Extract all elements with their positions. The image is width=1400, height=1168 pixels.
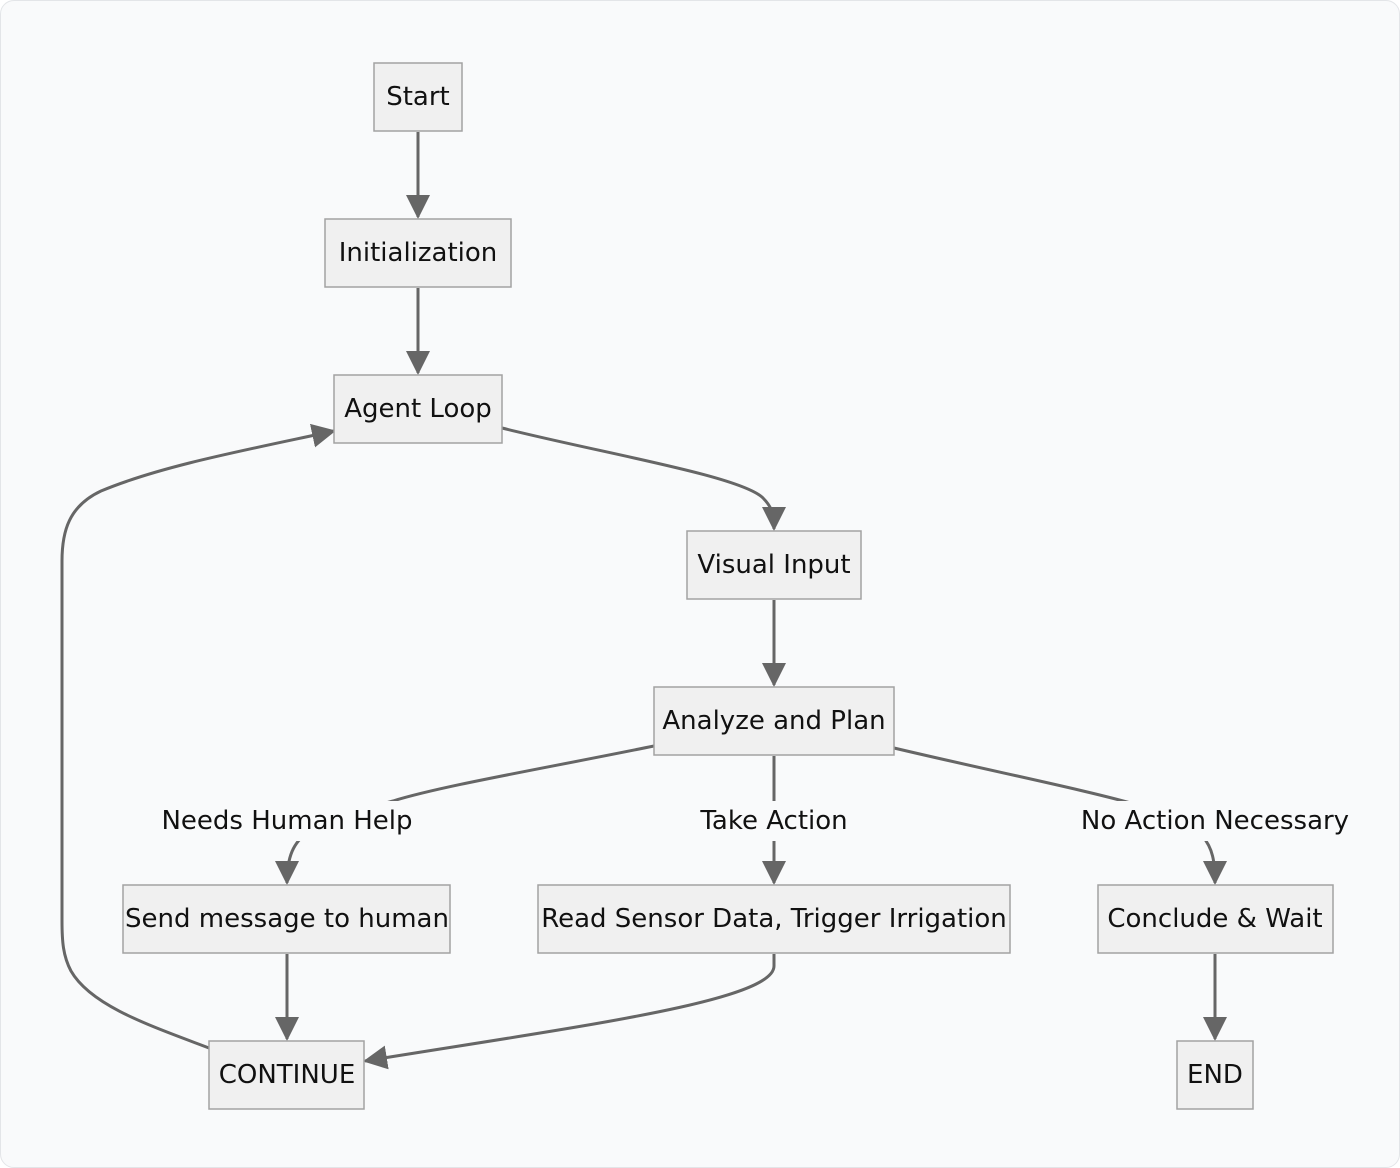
node-send-message-to-human-label: Send message to human	[125, 904, 449, 934]
edge-label-no-action-necessary-text: No Action Necessary	[1081, 806, 1349, 836]
node-visual-input[interactable]: Visual Input	[686, 530, 862, 600]
node-visual-input-label: Visual Input	[697, 550, 850, 580]
node-start-label: Start	[386, 82, 450, 112]
node-initialization[interactable]: Initialization	[324, 218, 512, 288]
edge-label-needs-human-help-text: Needs Human Help	[161, 806, 412, 836]
node-continue-label: CONTINUE	[219, 1060, 356, 1090]
edge-label-take-action-text: Take Action	[699, 806, 847, 836]
node-conclude-and-wait-label: Conclude & Wait	[1107, 904, 1322, 934]
node-analyze-and-plan-label: Analyze and Plan	[662, 706, 885, 736]
node-send-message-to-human[interactable]: Send message to human	[122, 884, 451, 954]
node-end-label: END	[1187, 1060, 1243, 1090]
edge-continue-to-agent-loop	[60, 423, 336, 1050]
node-read-sensor-data[interactable]: Read Sensor Data, Trigger Irrigation	[537, 884, 1011, 954]
node-start[interactable]: Start	[373, 62, 463, 132]
edge-read-sensor-to-continue	[363, 954, 776, 1070]
node-agent-loop[interactable]: Agent Loop	[333, 374, 503, 444]
node-continue[interactable]: CONTINUE	[208, 1040, 365, 1110]
node-agent-loop-label: Agent Loop	[344, 394, 492, 424]
edge-label-take-action: Take Action	[697, 801, 851, 841]
edge-analyze-to-send-message	[275, 744, 655, 885]
node-end[interactable]: END	[1176, 1040, 1254, 1110]
edge-label-needs-human-help: Needs Human Help	[161, 801, 413, 841]
edge-agent-loop-to-visual-input	[501, 426, 786, 531]
node-conclude-and-wait[interactable]: Conclude & Wait	[1097, 884, 1334, 954]
node-initialization-label: Initialization	[339, 238, 498, 268]
node-analyze-and-plan[interactable]: Analyze and Plan	[653, 686, 895, 756]
edge-label-no-action-necessary: No Action Necessary	[1081, 801, 1349, 841]
node-read-sensor-data-label: Read Sensor Data, Trigger Irrigation	[541, 904, 1007, 934]
